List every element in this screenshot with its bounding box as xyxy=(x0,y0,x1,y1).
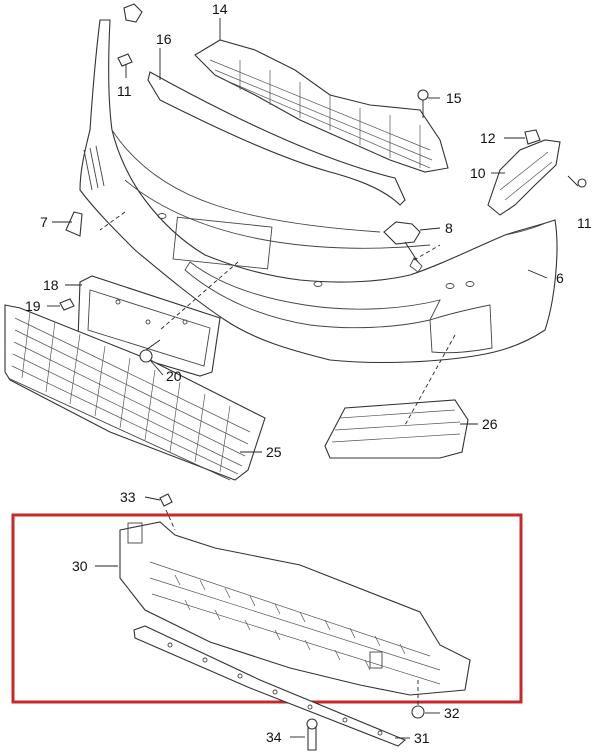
callout-11-left: 11 xyxy=(117,83,132,99)
callout-34: 34 xyxy=(266,729,282,745)
lower-grille xyxy=(4,304,266,481)
callout-26: 26 xyxy=(482,416,498,432)
callout-8: 8 xyxy=(445,220,453,236)
tow-eye-cap-left xyxy=(65,211,83,237)
guide-profile xyxy=(487,139,561,216)
callout-15: 15 xyxy=(446,90,462,106)
callout-18: 18 xyxy=(43,277,59,293)
bumper-cover xyxy=(79,19,558,364)
leader-lines xyxy=(47,18,548,739)
callout-11-right: 11 xyxy=(577,215,592,231)
callout-14: 14 xyxy=(212,1,228,17)
callout-30: 30 xyxy=(72,558,88,574)
callout-19: 19 xyxy=(25,298,41,314)
callout-12: 12 xyxy=(480,130,496,146)
callout-10: 10 xyxy=(470,165,486,181)
callout-7: 7 xyxy=(40,214,48,230)
lower-guide-strip xyxy=(133,625,407,747)
callout-6: 6 xyxy=(556,270,564,286)
fasteners xyxy=(59,3,587,751)
highlight-frame xyxy=(11,513,523,704)
callout-32: 32 xyxy=(444,705,460,721)
callout-20: 20 xyxy=(166,368,182,384)
trim-strip xyxy=(147,71,406,206)
callout-16: 16 xyxy=(156,31,172,47)
callout-33: 33 xyxy=(120,489,136,505)
grille-carrier xyxy=(194,39,449,173)
fog-light-grille xyxy=(324,399,469,459)
callout-25: 25 xyxy=(266,444,282,460)
callout-31: 31 xyxy=(414,730,430,746)
noise-insulation-tray xyxy=(119,521,471,696)
